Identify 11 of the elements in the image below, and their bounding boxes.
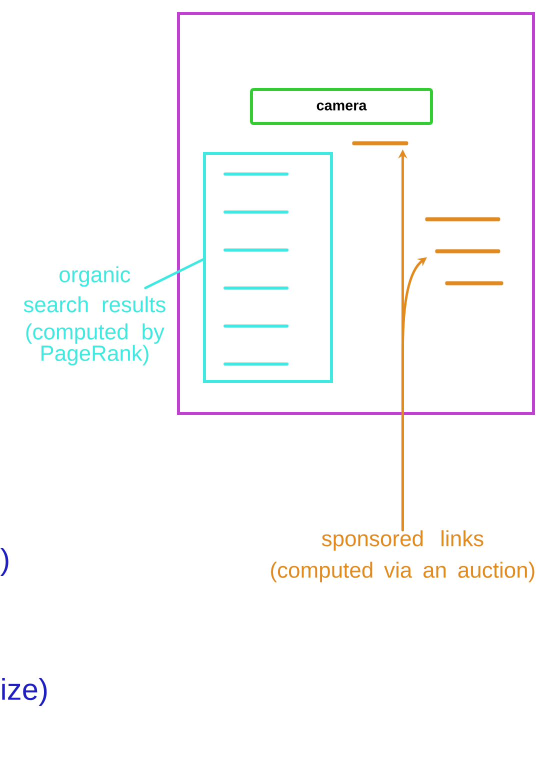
results-panel: [203, 152, 333, 383]
annotation-text: organic search results (computed by PageRank): [24, 266, 166, 366]
leader-line: [144, 258, 204, 290]
annotation-text: sponsored links (computed via an auction): [271, 530, 534, 582]
sponsored-link-bar: [445, 281, 504, 286]
text-fragment: ize): [2, 678, 47, 706]
sponsored-link-bar: [425, 217, 500, 222]
sponsored-link-bar: [435, 249, 500, 254]
text-fragment: ): [0, 548, 8, 576]
sponsored-link-bar: [352, 141, 408, 146]
search-box: camera: [250, 88, 433, 125]
